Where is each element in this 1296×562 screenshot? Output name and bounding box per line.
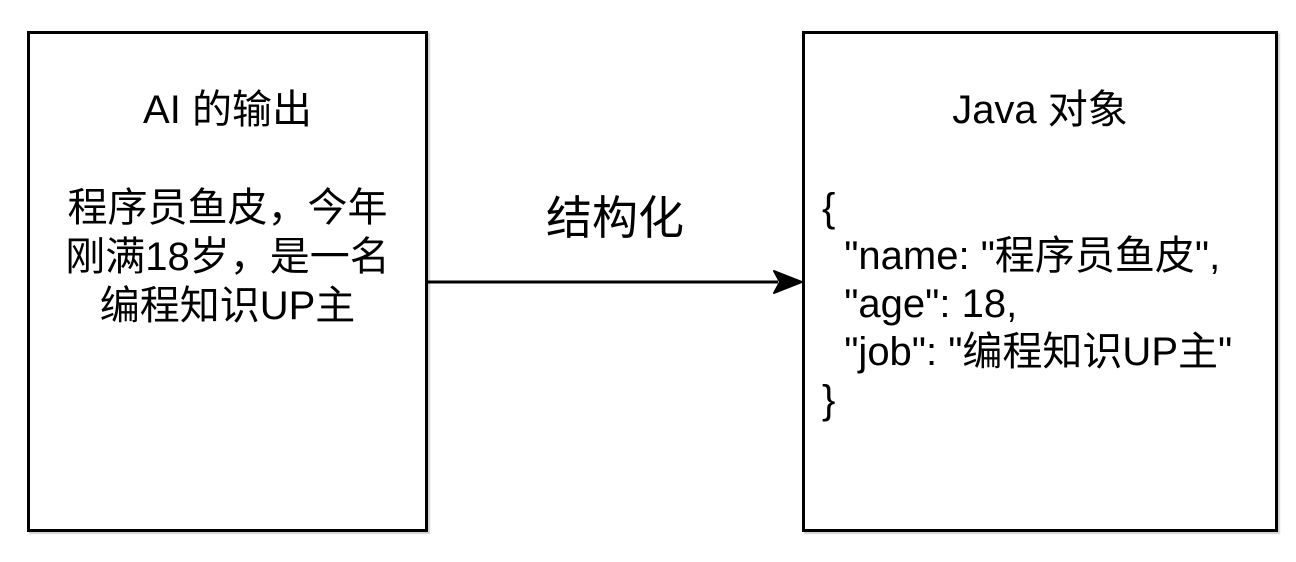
java-object-title: Java 对象: [952, 88, 1128, 132]
ai-output-description-line: 程序员鱼皮，今年: [67, 186, 388, 230]
structurize-arrow: [428, 270, 803, 294]
json-code-line: "name: "程序员鱼皮",: [822, 234, 1221, 278]
arrowhead-icon: [773, 270, 803, 294]
arrow-label: 结构化: [546, 192, 684, 244]
ai-output-title: AI 的输出: [143, 88, 312, 132]
json-code-line: }: [822, 378, 836, 422]
java-object-box: Java 对象 { "name: "程序员鱼皮", "age": 18, "jo…: [802, 31, 1278, 532]
json-code-block: { "name: "程序员鱼皮", "age": 18, "job": "编程知…: [822, 184, 1232, 424]
ai-output-description-line: 刚满18岁，是一名: [65, 235, 390, 279]
json-code-line: "job": "编程知识UP主": [822, 330, 1233, 374]
ai-output-box: AI 的输出 程序员鱼皮，今年 刚满18岁，是一名 编程知识UP主: [27, 31, 428, 532]
ai-output-description-line: 编程知识UP主: [99, 284, 356, 328]
json-code-line: "age": 18,: [822, 282, 1018, 326]
ai-output-description: 程序员鱼皮，今年 刚满18岁，是一名 编程知识UP主: [30, 184, 425, 331]
json-code-line: {: [822, 186, 836, 230]
